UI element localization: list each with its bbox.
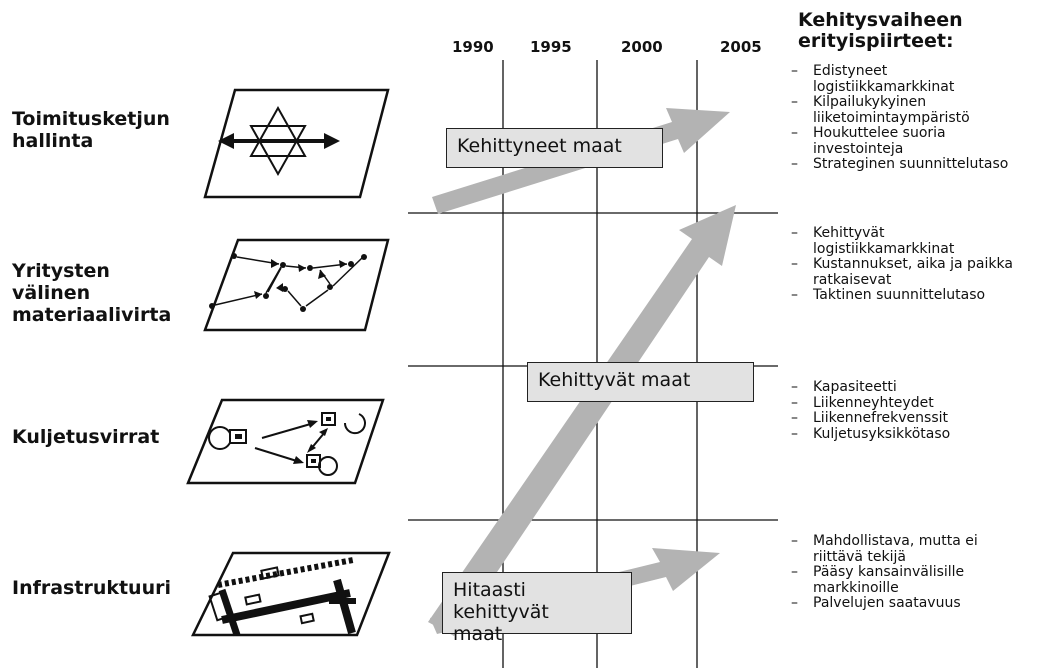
year-label-1990: 1990 [452, 38, 494, 56]
box-slow-developing-countries: Hitaasti kehittyvät maat [442, 572, 632, 645]
feature-item: –Taktinen suunnittelutaso [791, 287, 986, 303]
feature-item: –Palvelujen saatavuus [791, 595, 961, 611]
material-flow-icon [203, 238, 390, 332]
year-label-2000: 2000 [621, 38, 663, 56]
year-label-2005: 2005 [720, 38, 762, 56]
row-label-supply-chain: Toimitusketjun hallinta [12, 108, 170, 152]
arrow-developing [428, 205, 736, 636]
features-title: Kehitysvaiheen erityispiirteet: [798, 9, 963, 52]
row-label-material-flow: Yritysten välinen materiaalivirta [12, 260, 172, 326]
box-developed-countries: Kehittyneet maat [446, 128, 663, 168]
box-developing-countries: Kehittyvät maat [527, 362, 754, 402]
transport-flows-icon [186, 398, 385, 485]
infrastructure-icon [190, 551, 391, 637]
supply-chain-icon [203, 88, 390, 199]
feature-item: –Kuljetusyksikkötaso [791, 425, 951, 442]
row-label-transport: Kuljetusvirrat [12, 426, 160, 448]
feature-item: –Liikenneyhteydet [791, 394, 934, 411]
feature-item: –Kapasiteetti [791, 379, 897, 395]
row-label-infrastructure: Infrastruktuuri [12, 577, 171, 599]
feature-item: –Liikennefrekvenssit [791, 410, 948, 426]
year-label-1995: 1995 [530, 38, 572, 56]
feature-item: –Strateginen suunnittelutaso [791, 156, 1009, 172]
feature-list-transport: –Kapasiteetti –Liikenneyhteydet –Liikenn… [791, 379, 951, 442]
